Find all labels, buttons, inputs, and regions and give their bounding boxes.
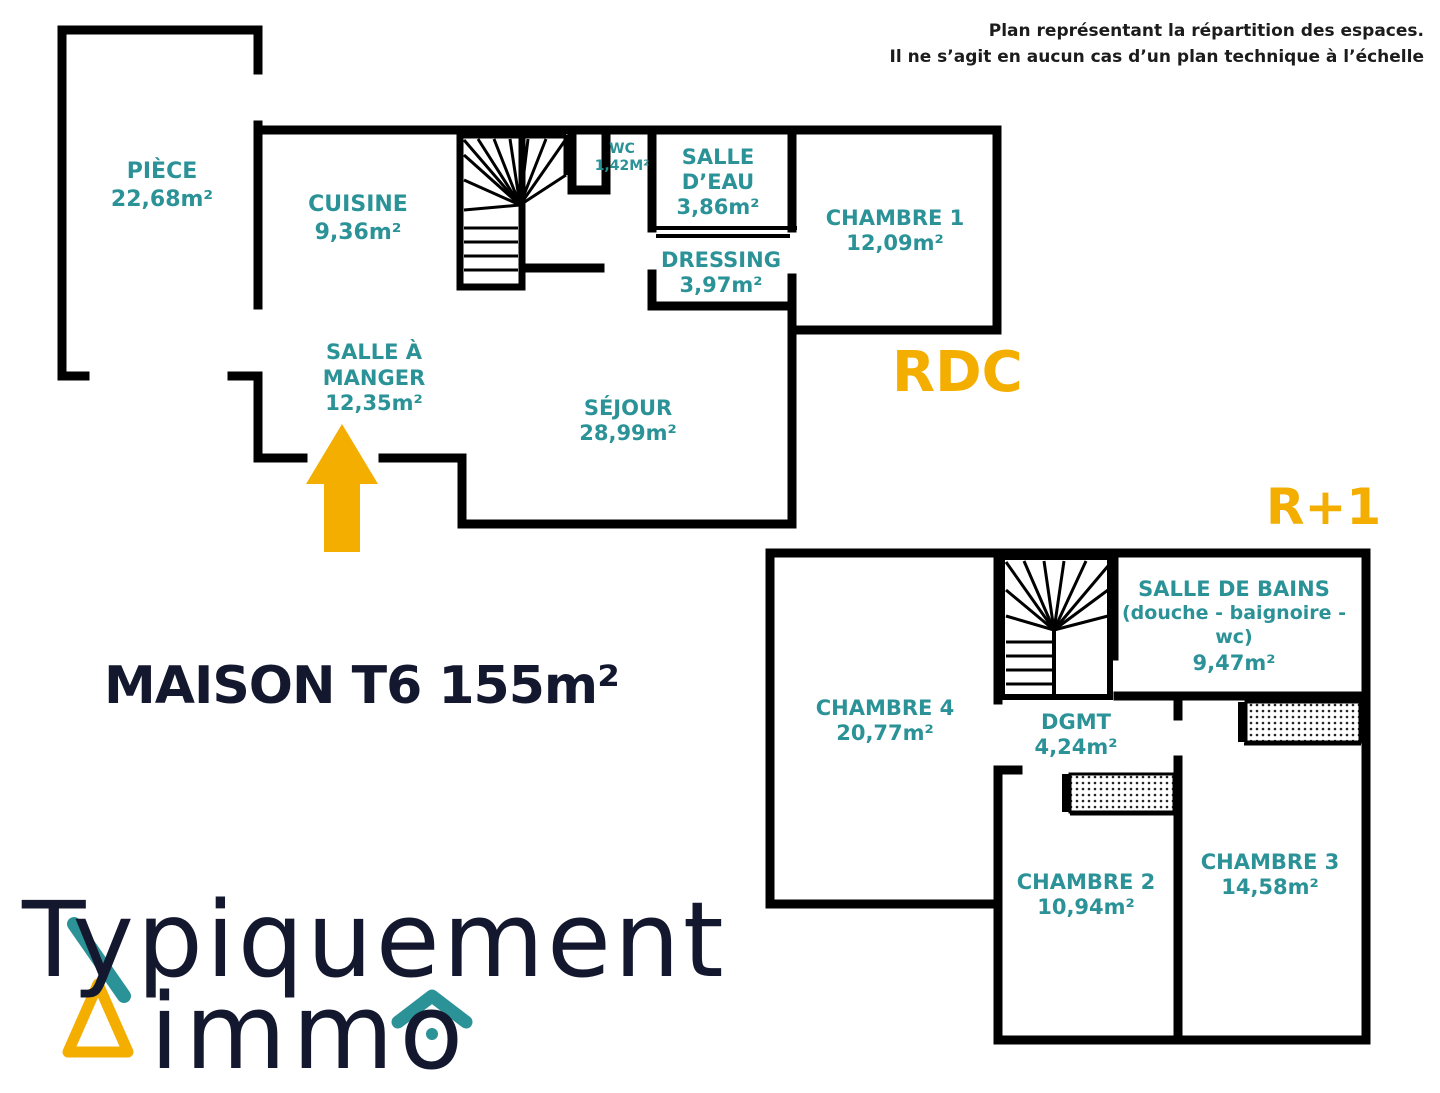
room-name: SALLE DE BAINS — [1138, 577, 1330, 601]
room-area: 9,47m² — [1192, 650, 1276, 675]
room-area: 14,58m² — [1221, 875, 1319, 900]
level-rdc: RDC — [892, 340, 1023, 405]
logo-text-line1: Typiquement — [22, 879, 727, 1001]
room-chambre-4: CHAMBRE 4 20,77m² — [816, 696, 955, 746]
room-chambre-3: CHAMBRE 3 14,58m² — [1201, 850, 1340, 900]
room-area: 20,77m² — [836, 721, 934, 746]
room-name-line2: MANGER — [322, 365, 426, 390]
room-sejour: SÉJOUR 28,99m² — [579, 396, 677, 446]
closets — [1062, 700, 1362, 814]
logo-text-line2: immo — [150, 971, 470, 1093]
rdc-staircase-icon — [456, 131, 569, 291]
room-name: CHAMBRE 1 — [825, 206, 965, 230]
room-area: 10,94m² — [1037, 895, 1135, 920]
room-name-line2: D’EAU — [681, 170, 755, 195]
house-roof-icon — [391, 989, 473, 1040]
room-name-line1: SALLE À — [325, 340, 423, 364]
room-area: 3,97m² — [679, 273, 763, 298]
r1-walls — [765, 548, 1371, 1045]
room-name: WC — [609, 141, 635, 157]
room-salle-de-bains: SALLE DE BAINS (douche - baignoire - wc)… — [1122, 576, 1346, 676]
entrance-arrow-icon — [306, 424, 378, 552]
room-area: 9,36m² — [314, 219, 402, 245]
room-chambre-2: CHAMBRE 2 10,94m² — [1017, 870, 1156, 920]
room-salle-eau: SALLE D’EAU 3,86m² — [677, 145, 760, 221]
room-area: 12,09m² — [846, 231, 944, 256]
disclaimer-line-1: Plan représentant la répartition des esp… — [988, 21, 1424, 41]
r1-staircase-icon — [999, 554, 1113, 700]
room-area: 22,68m² — [110, 186, 214, 212]
room-area: 4,24m² — [1034, 735, 1118, 760]
room-name: CHAMBRE 4 — [815, 696, 955, 720]
room-dressing: DRESSING 3,97m² — [661, 248, 781, 298]
page-title: MAISON T6 155m² — [104, 656, 620, 716]
room-name: DRESSING — [661, 248, 781, 272]
room-piece: PIÈCE 22,68m² — [111, 158, 213, 213]
rdc-thin-lines — [656, 226, 797, 238]
room-area: 12,35m² — [325, 391, 423, 416]
room-detail-line1: (douche - baignoire - — [1121, 602, 1347, 625]
room-area: 28,99m² — [579, 421, 677, 446]
rdc-walls — [57, 25, 1002, 529]
room-wc: WC 1,42M² — [595, 141, 650, 175]
room-area: 3,86m² — [676, 195, 760, 220]
r1-thin-lines — [1070, 742, 1361, 816]
logo-mark — [62, 917, 134, 1058]
disclaimer: Plan représentant la répartition des esp… — [890, 18, 1424, 71]
room-name: CHAMBRE 3 — [1200, 850, 1340, 874]
room-name: DGMT — [1041, 710, 1111, 734]
level-r1: R+1 — [1266, 478, 1382, 536]
room-name: CHAMBRE 2 — [1016, 870, 1156, 894]
room-name: PIÈCE — [126, 159, 198, 184]
closet-hatch — [1068, 772, 1176, 814]
disclaimer-line-2: Il ne s’agit en aucun cas d’un plan tech… — [889, 47, 1424, 68]
room-name-line1: SALLE — [681, 145, 755, 169]
room-cuisine: CUISINE 9,36m² — [308, 191, 408, 246]
room-salle-a-manger: SALLE À MANGER 12,35m² — [323, 340, 425, 417]
room-dgmt: DGMT 4,24m² — [1035, 710, 1118, 760]
closet-hatch — [1244, 700, 1362, 744]
room-name: CUISINE — [308, 192, 408, 217]
room-chambre-1: CHAMBRE 1 12,09m² — [826, 206, 965, 256]
room-area: 1,42M² — [594, 157, 650, 174]
room-detail-line2: wc) — [1215, 626, 1253, 648]
room-name: SÉJOUR — [583, 396, 673, 420]
